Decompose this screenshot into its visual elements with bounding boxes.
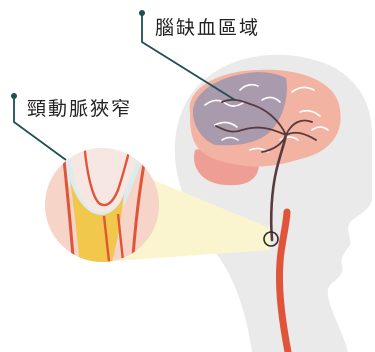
stenosis-label: 頸動脈狹窄 bbox=[27, 98, 132, 120]
ischemia-label: 腦缺血區域 bbox=[155, 17, 260, 39]
